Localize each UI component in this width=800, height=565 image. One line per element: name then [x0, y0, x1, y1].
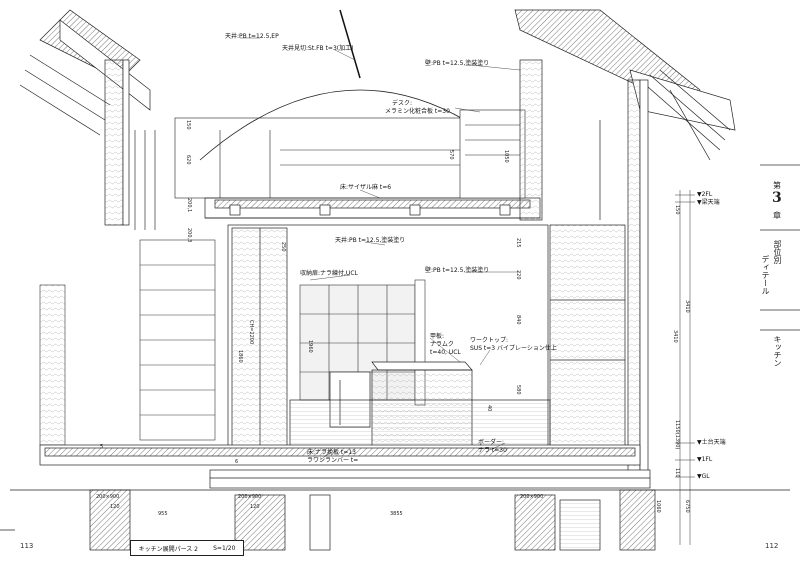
chapter-topic: キッチン	[773, 335, 782, 367]
chapter-rules	[0, 164, 800, 531]
label-top-board-spec: t=40, UCL	[430, 349, 461, 356]
dim-955: 955	[158, 511, 168, 517]
dim-3410: 3410	[672, 330, 678, 343]
dim-200x900-c: 200×900	[520, 494, 544, 500]
level-dim-150: 150	[674, 205, 680, 215]
chapter-subtitle-2: ディテール	[761, 255, 770, 295]
label-floor-main-finish: ラワンランバー t=	[307, 457, 359, 464]
dim-6: 6	[235, 459, 239, 465]
level-2fl: ▼2FL	[697, 191, 713, 198]
foundation	[10, 489, 790, 551]
dim-3855: 3855	[390, 511, 403, 517]
level-gl: ▼GL	[697, 473, 710, 480]
roof-right	[514, 9, 736, 161]
label-desk-material: メラミン化粧合板 t=30	[385, 108, 450, 115]
level-sill-top: ▼土台天端	[697, 439, 726, 446]
label-top-board-material: ナラムク	[430, 341, 454, 348]
roof-left	[19, 9, 151, 136]
label-top-board: 甲板:	[430, 333, 445, 340]
dim-120-b: 120	[250, 504, 260, 510]
dim-250: 250	[280, 242, 286, 252]
label-border: ボーダー:	[478, 439, 505, 446]
dim-5: 5	[100, 444, 104, 450]
level-dim-6750: 6750	[684, 500, 690, 513]
label-ceiling-trim: 天井見切:St.FB t=3(加工)	[282, 45, 354, 52]
chapter-suffix: 章	[773, 211, 781, 220]
level-1fl: ▼1FL	[697, 456, 713, 463]
dim-200x900-b: 200×900	[238, 494, 262, 500]
loft-floor	[204, 197, 541, 219]
level-dim-110: 110	[674, 468, 680, 478]
label-floor-loft: 床:サイザル麻 t=6	[340, 184, 392, 191]
level-column	[675, 190, 695, 545]
label-floor-main: 床:ナラ挽板 t=13	[307, 449, 356, 456]
dim-200x900-a: 200×900	[96, 494, 120, 500]
dim-40: 40	[486, 405, 492, 412]
dim-1060: 1060	[655, 500, 661, 513]
caption-scale: S=1/20	[213, 544, 236, 552]
kitchen-room	[227, 224, 626, 461]
label-wall-lower: 壁:PB t=12.5,塗装塗り	[425, 267, 490, 274]
label-wall-upper: 壁:PB t=12.5,塗装塗り	[425, 60, 490, 67]
drawing-caption: キッチン展開パース 2 S=1/20	[130, 540, 244, 556]
label-worktop-spec: SUS t=3 バイブレーション仕上	[470, 345, 557, 352]
label-storage-door: 収納扉:ナラ練付,UCL	[300, 270, 358, 277]
chapter-label: 第	[773, 181, 781, 190]
dim-1960: 1960	[307, 340, 313, 353]
dim-150: 150	[185, 120, 191, 130]
dim-200-3: 200,3	[186, 228, 192, 243]
page-number-right: 112	[765, 542, 779, 550]
dim-620: 620	[185, 155, 191, 165]
dim-840: 840	[515, 315, 521, 325]
dim-570: 570	[448, 150, 454, 160]
level-beam-top: ▼梁天端	[697, 199, 720, 206]
page-number-left: 113	[20, 542, 34, 550]
dim-120-a: 120	[110, 504, 120, 510]
label-ceiling-lower: 天井:PB t=12.5,塗装塗り	[335, 237, 406, 244]
caption-title: キッチン展開パース 2	[138, 545, 198, 553]
left-wall-column	[104, 59, 156, 230]
chapter-subtitle-1: 部位別	[773, 240, 782, 264]
level-dim-1150: 1150(1390)	[674, 420, 680, 450]
dim-200-1: 200,1	[186, 198, 192, 213]
dim-580: 580	[515, 385, 521, 395]
label-worktop: ワークトップ:	[470, 337, 509, 344]
right-wall-column	[519, 59, 649, 481]
level-dim-3410: 3410	[684, 300, 690, 313]
label-desk: デスク:	[392, 100, 413, 107]
leaders	[240, 37, 521, 461]
dim-1050: 1050	[503, 150, 509, 163]
dim-1860: 1860	[237, 350, 243, 363]
label-ceiling-main: 天井:PB t=12.5,EP	[225, 33, 279, 40]
dim-ch2200: CH=2200	[248, 320, 254, 345]
label-border-spec: ナラ t=30	[478, 447, 507, 454]
stair	[39, 239, 216, 446]
chapter-number: 3	[772, 190, 782, 206]
dim-215: 215	[515, 238, 521, 248]
dim-220: 220	[515, 270, 521, 280]
